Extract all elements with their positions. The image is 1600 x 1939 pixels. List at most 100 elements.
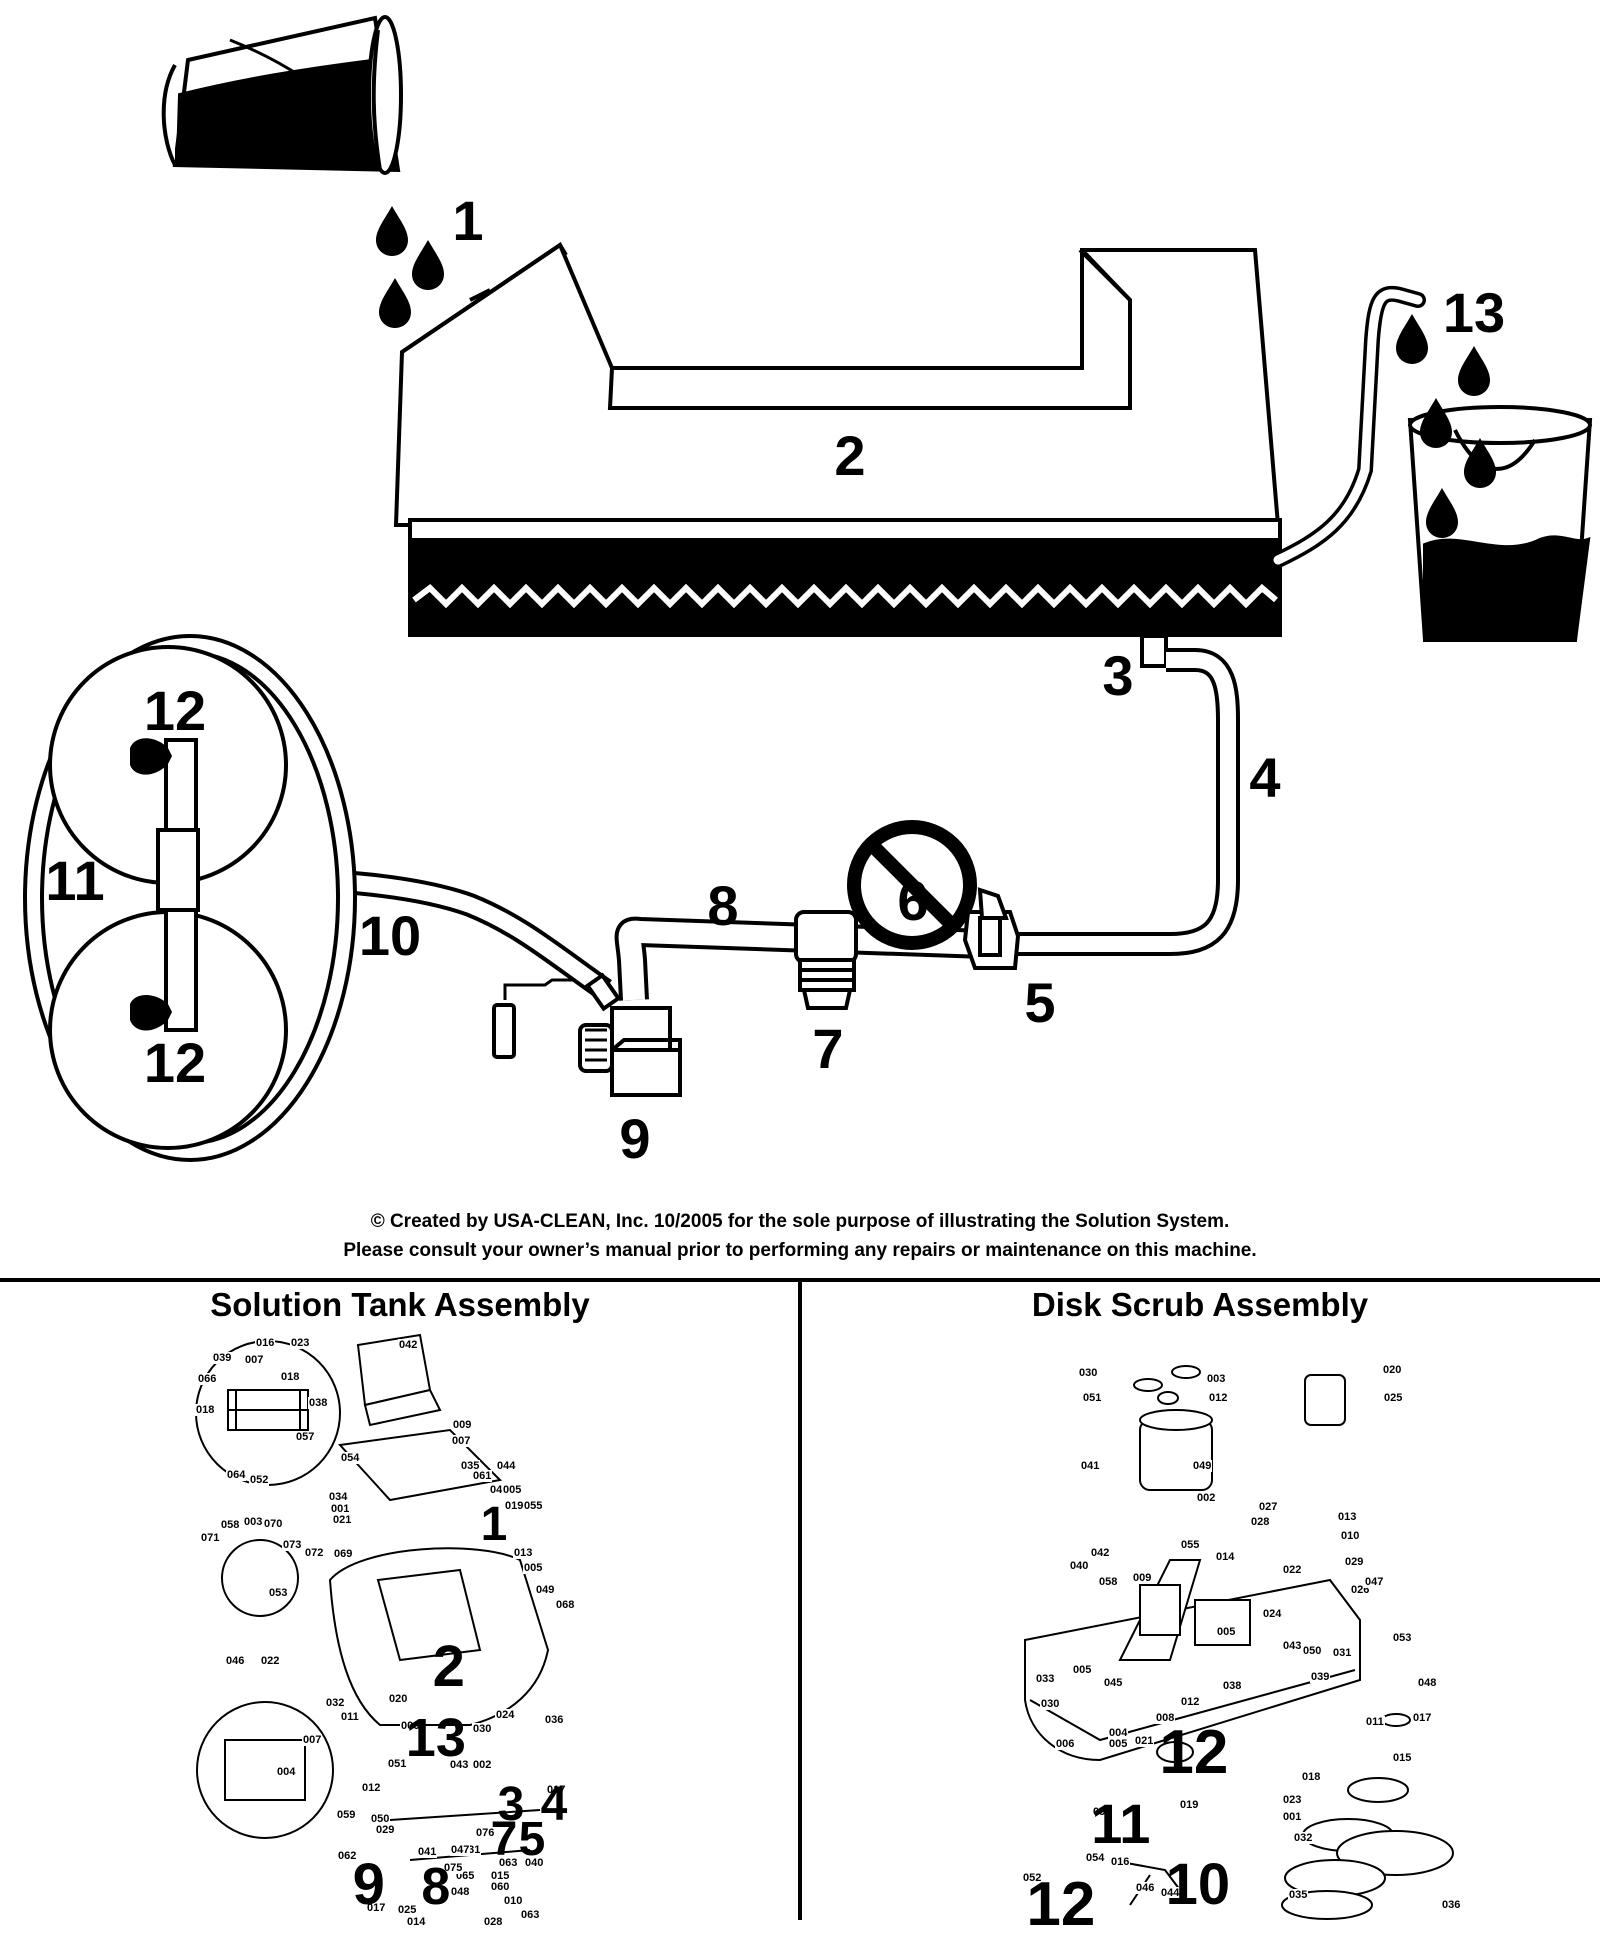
solution-tank-part-number: 043 xyxy=(449,1759,470,1771)
disk-scrub-part-number: 048 xyxy=(1417,1677,1438,1689)
solution-tank-part-number: 071 xyxy=(200,1532,221,1544)
solution-tank-part-number: 073 xyxy=(282,1539,303,1551)
shutoff-valve xyxy=(962,887,1021,970)
callout-labels: 1 2 3 4 5 6 7 8 9 10 11 12 12 13 xyxy=(45,189,1505,1170)
disk-scrub-part-number: 004 xyxy=(1108,1727,1129,1739)
disk-scrub-part-number: 028 xyxy=(1250,1516,1271,1528)
solution-tank-part-number: 062 xyxy=(337,1850,358,1862)
disk-scrub-part-number: 053 xyxy=(1392,1632,1413,1644)
disk-scrub-callout-marker: 12 xyxy=(1159,1718,1229,1788)
disk-scrub-part-number: 043 xyxy=(1282,1640,1303,1652)
disk-scrub-part-number: 014 xyxy=(1215,1551,1236,1563)
disk-scrub-part-number: 058 xyxy=(1098,1576,1119,1588)
solution-tank-part-number: 053 xyxy=(268,1587,289,1599)
solution-tank-part-number: 010 xyxy=(503,1895,524,1907)
callout-13: 13 xyxy=(1443,281,1505,344)
brush-housing xyxy=(23,634,357,1162)
disk-scrub-part-number: 054 xyxy=(1085,1852,1106,1864)
disk-scrub-part-number: 029 xyxy=(1344,1556,1365,1568)
disk-scrub-part-number: 049 xyxy=(1192,1460,1213,1472)
catch-bucket xyxy=(1407,405,1593,642)
solution-tank-part-number: 014 xyxy=(406,1916,427,1928)
solution-tank-part-number: 076 xyxy=(475,1827,496,1839)
callout-5: 5 xyxy=(1024,971,1055,1034)
disk-scrub-callout-marker: 12 xyxy=(1026,1870,1096,1939)
solution-tank-part-number: 059 xyxy=(336,1809,357,1821)
disk-scrub-part-number: 012 xyxy=(1180,1696,1201,1708)
callout-8: 8 xyxy=(707,874,738,937)
solution-tank-part-number: 070 xyxy=(263,1518,284,1530)
disk-scrub-part-number: 044 xyxy=(1160,1887,1181,1899)
solution-tank-part-number: 011 xyxy=(340,1711,360,1723)
solution-tank-part-number: 007 xyxy=(451,1435,472,1447)
disk-scrub-part-number: 025 xyxy=(1383,1392,1404,1404)
solution-tank-part-number: 060 xyxy=(490,1881,511,1893)
solution-tank-part-number: 063 xyxy=(498,1857,519,1869)
solution-tank-part-number: 048 xyxy=(450,1886,471,1898)
pouring-bucket xyxy=(161,15,403,175)
solution-tank-callout-marker: 8 xyxy=(421,1857,451,1916)
disk-scrub-part-number: 035 xyxy=(1288,1889,1309,1901)
solution-tank-part-number: 017 xyxy=(366,1902,387,1914)
solution-tank-part-number: 075 xyxy=(443,1862,464,1874)
disk-scrub-part-number: 055 xyxy=(1180,1539,1201,1551)
disk-scrub-part-number: 005 xyxy=(1072,1664,1093,1676)
solution-tank-part-number: 069 xyxy=(333,1548,354,1560)
solution-tank-part-number: 064 xyxy=(226,1469,247,1481)
solution-tank-part-number: 057 xyxy=(295,1431,316,1443)
disk-scrub-part-number: 050 xyxy=(1302,1645,1323,1657)
solution-tank-part-number: 007 xyxy=(244,1354,265,1366)
disk-scrub-part-number: 006 xyxy=(1055,1738,1076,1750)
solution-tank-part-number: 063 xyxy=(520,1909,541,1921)
solution-tank-part-number: 035 xyxy=(460,1460,481,1472)
disk-scrub-part-number: 051 xyxy=(1082,1392,1103,1404)
solution-tank-part-number: 002 xyxy=(472,1759,493,1771)
solution-tank-part-number: 005 xyxy=(502,1484,523,1496)
disk-scrub-callout-marker: 10 xyxy=(1165,1851,1231,1917)
solution-filter xyxy=(794,910,858,1010)
disk-scrub-part-number: 045 xyxy=(1103,1677,1124,1689)
tank-outlet-fitting xyxy=(1140,634,1168,668)
disk-scrub-part-number: 042 xyxy=(1090,1547,1111,1559)
disk-scrub-part-number: 031 xyxy=(1332,1647,1353,1659)
solution-tank-part-number: 029 xyxy=(375,1824,396,1836)
solenoid-valve xyxy=(492,978,682,1097)
disk-scrub-part-number: 002 xyxy=(1196,1492,1217,1504)
disk-scrub-exploded-view xyxy=(1024,1365,1454,1920)
copyright-caption-line2: Please consult your owner’s manual prior… xyxy=(343,1240,1257,1261)
disk-scrub-part-number: 030 xyxy=(1078,1367,1099,1379)
solution-tank-part-number: 024 xyxy=(495,1709,516,1721)
disk-scrub-part-number: 010 xyxy=(1340,1530,1361,1542)
solution-tank-part-number: 042 xyxy=(398,1339,419,1351)
solution-tank-callout-marker: 4 xyxy=(540,1778,568,1832)
callout-11: 11 xyxy=(45,849,104,912)
callout-1: 1 xyxy=(452,189,483,252)
callout-4: 4 xyxy=(1249,746,1280,809)
solution-tank-part-number: 034 xyxy=(328,1491,349,1503)
disk-scrub-part-number: 011 xyxy=(1365,1716,1385,1728)
solution-tank-part-number: 054 xyxy=(340,1452,361,1464)
solution-tank-part-number: 028 xyxy=(483,1916,504,1928)
solution-tank-part-number: 052 xyxy=(249,1474,270,1486)
disk-scrub-part-number: 047 xyxy=(1364,1576,1385,1588)
callout-12-bottom: 12 xyxy=(144,1031,206,1094)
solution-tank-part-number: 066 xyxy=(197,1373,218,1385)
solution-tank-part-number: 044 xyxy=(496,1460,517,1472)
disk-scrub-assembly-title: Disk Scrub Assembly xyxy=(1031,1286,1369,1323)
solution-tank-part-number: 039 xyxy=(212,1352,233,1364)
solution-tank-part-number: 050 xyxy=(370,1813,391,1825)
copyright-caption-line1: © Created by USA-CLEAN, Inc. 10/2005 for… xyxy=(370,1211,1230,1232)
callout-10: 10 xyxy=(359,904,421,967)
disk-scrub-part-number: 008 xyxy=(1155,1712,1176,1724)
solution-tank-part-number: 019 xyxy=(504,1500,525,1512)
solution-tank-part-number: 051 xyxy=(387,1758,408,1770)
solution-tank-part-number: 012 xyxy=(361,1782,382,1794)
solution-tank-part-number: 003 xyxy=(243,1516,264,1528)
solution-tank-callout-marker: 13 xyxy=(405,1708,466,1769)
callout-6: 6 xyxy=(897,869,928,932)
disk-scrub-part-number: 036 xyxy=(1441,1899,1462,1911)
solution-tank-part-number: 038 xyxy=(308,1397,329,1409)
solution-tank-part-number: 007 xyxy=(302,1734,323,1746)
